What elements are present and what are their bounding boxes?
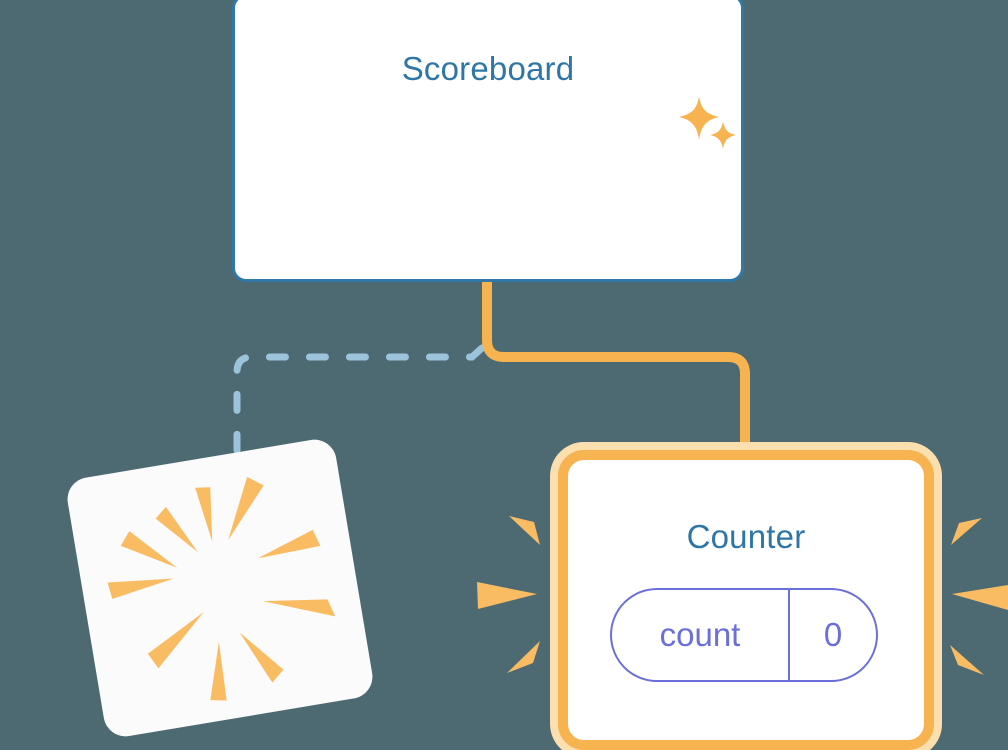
- state-key-count: count: [659, 616, 741, 653]
- state-value-count: 0: [823, 616, 843, 653]
- sparkle-small-icon: [710, 121, 736, 149]
- component-title-counter: Counter: [686, 518, 806, 555]
- connector-scoreboard-to-blank-card: [233, 344, 486, 466]
- state-pill-count[interactable]: count 0: [610, 588, 878, 682]
- state-pill-divider: [788, 588, 790, 682]
- sparkle-large-icon: [679, 96, 719, 140]
- burst-rays-counter-left: [477, 516, 540, 673]
- burst-rays-counter-right: [950, 518, 1008, 675]
- blank-component-card[interactable]: [64, 436, 376, 740]
- component-box-scoreboard[interactable]: Scoreboard: [232, 0, 744, 282]
- burst-rays-blank-card: [107, 477, 336, 701]
- component-title-scoreboard: Scoreboard: [401, 50, 575, 87]
- connector-scoreboard-to-counter: [482, 281, 750, 460]
- component-box-counter[interactable]: Counter: [558, 450, 934, 750]
